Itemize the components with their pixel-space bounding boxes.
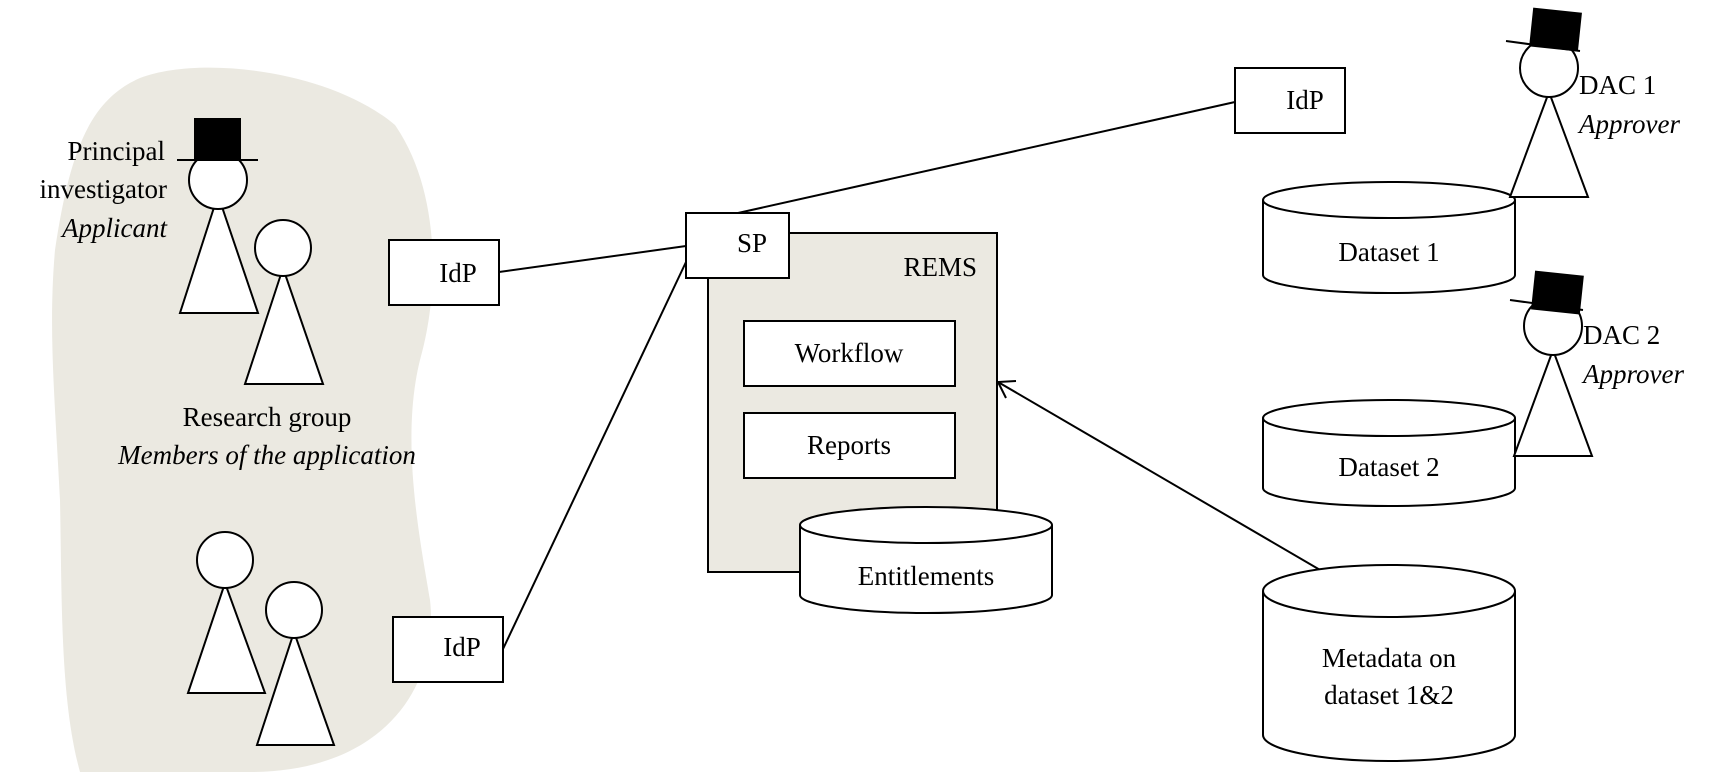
dataset-1-label: Dataset 1 <box>1338 237 1439 267</box>
svg-text:IdP: IdP <box>439 258 477 288</box>
metadata-to-rems-arrow <box>997 381 1328 575</box>
dataset-1-database-icon: Dataset 1 <box>1262 181 1516 294</box>
dac-1-approver-icon <box>1505 7 1590 198</box>
pi-subrole: Applicant <box>60 213 168 243</box>
dac-2-approver-icon <box>1509 270 1594 457</box>
research-group-sublabel: Members of the application <box>117 440 416 470</box>
svg-text:SP: SP <box>737 228 767 258</box>
dac-2-name: DAC 2 <box>1583 320 1660 350</box>
idp-to-sp-line <box>498 245 687 273</box>
entitlements-database-icon: Entitlements <box>799 506 1053 614</box>
svg-text:Reports: Reports <box>807 430 891 460</box>
group-member-icon <box>243 219 325 385</box>
reports-box: Reports <box>743 412 956 479</box>
idp-to-sp-line <box>502 261 687 650</box>
svg-text:IdP: IdP <box>443 632 481 662</box>
svg-text:Workflow: Workflow <box>795 338 904 368</box>
dac-1-name: DAC 1 <box>1579 70 1656 100</box>
principal-investigator-icon <box>177 118 260 314</box>
group-member-icon <box>186 531 267 694</box>
rems-title: REMS <box>903 252 977 282</box>
dac-1-role: Approver <box>1577 109 1680 139</box>
research-group-label: Research group <box>183 402 352 432</box>
pi-role-line2: investigator <box>40 174 167 204</box>
research-group-area <box>52 67 433 772</box>
workflow-box: Workflow <box>743 320 956 387</box>
idp-box: IdP <box>388 239 500 306</box>
metadata-label-line1: Metadata on <box>1322 643 1457 673</box>
metadata-label-line2: dataset 1&2 <box>1324 680 1454 710</box>
idp-to-sp-line <box>737 101 1236 214</box>
group-member-icon <box>255 581 336 746</box>
idp-box: IdP <box>392 616 504 683</box>
dataset-2-label: Dataset 2 <box>1338 452 1439 482</box>
idp-box: IdP <box>1234 67 1346 134</box>
pi-role-line1: Principal <box>68 136 165 166</box>
entitlements-label: Entitlements <box>858 561 994 591</box>
dataset-2-database-icon: Dataset 2 <box>1262 399 1516 507</box>
sp-box: SP <box>685 212 790 279</box>
svg-text:IdP: IdP <box>1286 85 1324 115</box>
dac-2-role: Approver <box>1581 359 1684 389</box>
metadata-database-icon: Metadata on dataset 1&2 <box>1262 564 1516 762</box>
